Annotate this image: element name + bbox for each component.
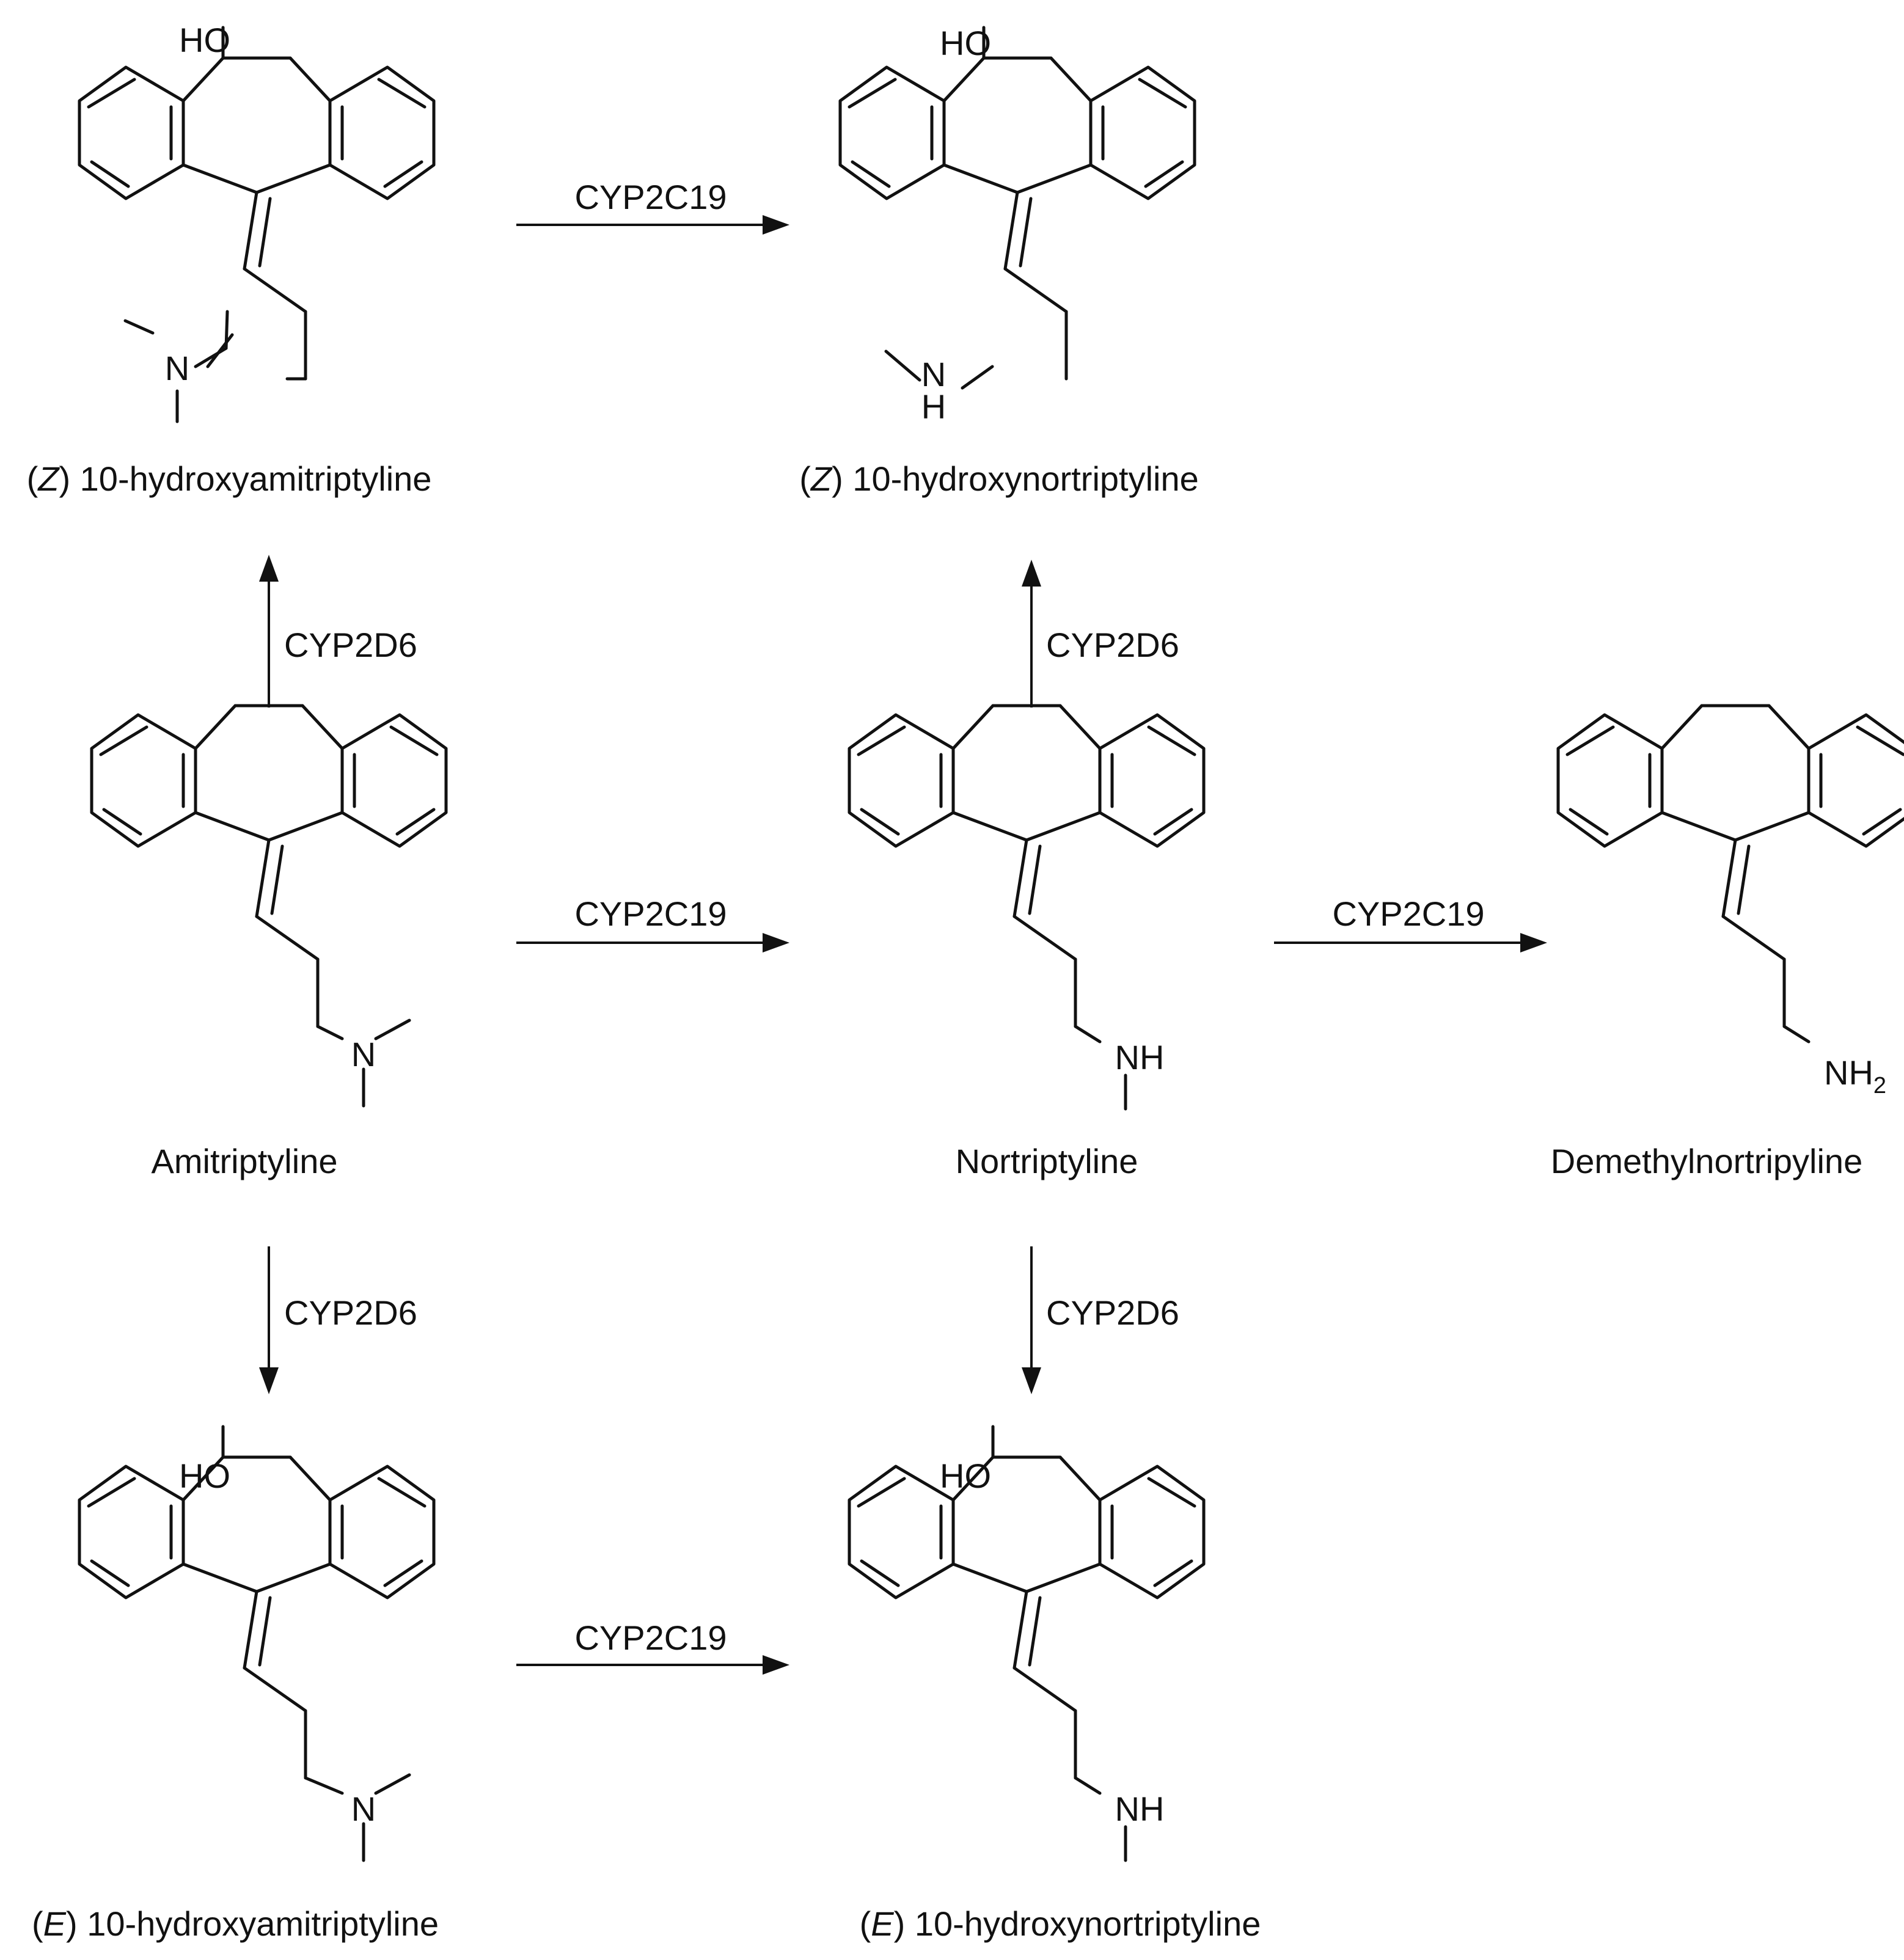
enzyme-label-amitriptyline-demethylation: CYP2C19 — [574, 894, 727, 933]
compound-z-hydroxyamitriptyline: N HO (Z) 10-hydroxyamitriptyline — [27, 21, 434, 498]
reaction-arrow-nortriptyline-z-hydroxylation: CYP2D6 — [1022, 560, 1179, 708]
z-hydroxynortriptyline-structure: N H HO — [840, 24, 1195, 426]
reaction-arrow-nortriptyline-e-hydroxylation: CYP2D6 — [1022, 1246, 1179, 1394]
e-hydroxyamitriptyline-structure: N HO — [79, 1427, 434, 1862]
z-hydroxynortriptyline-nitrogen: N — [921, 355, 946, 393]
e-hydroxyamitriptyline-caption: (E) 10-hydroxyamitriptyline — [32, 1904, 439, 1943]
amitriptyline-caption: Amitriptyline — [152, 1142, 338, 1180]
e-hydroxyamitriptyline-hydroxyl: HO — [179, 1457, 230, 1495]
amitriptyline-structure: N — [92, 706, 446, 1108]
reaction-arrow-amitriptyline-z-hydroxylation: CYP2D6 — [259, 555, 417, 708]
compound-amitriptyline: N Amitriptyline — [92, 706, 446, 1180]
z-hydroxynortriptyline-caption: (Z) 10-hydroxynortriptyline — [799, 459, 1199, 498]
demethylnortriptyline-caption: Demethylnortripyline — [1551, 1142, 1862, 1180]
nortriptyline-structure: NH — [849, 706, 1204, 1111]
compound-demethylnortriptyline: NH2 Demethylnortripyline — [1551, 706, 1904, 1180]
z-hydroxyamitriptyline-nitrogen: N — [165, 349, 189, 387]
nortriptyline-caption: Nortriptyline — [956, 1142, 1138, 1180]
enzyme-label-nortriptyline-e-hydroxylation: CYP2D6 — [1046, 1293, 1179, 1332]
e-hydroxynortriptyline-amine: NH — [1115, 1790, 1165, 1828]
compound-e-hydroxyamitriptyline: N HO (E) 10-hydroxyamitriptyline — [32, 1427, 439, 1943]
compound-z-hydroxynortriptyline: N H HO (Z) 10-hydroxynortriptyline — [799, 24, 1199, 498]
enzyme-label-amitriptyline-e-hydroxylation: CYP2D6 — [284, 1293, 417, 1332]
enzyme-label-nortriptyline-z-hydroxylation: CYP2D6 — [1046, 626, 1179, 664]
enzyme-label-e-hydroxylation-demethylation: CYP2C19 — [574, 1618, 727, 1657]
reaction-arrow-z-hydroxylation-demethylation: CYP2C19 — [516, 178, 789, 235]
e-hydroxynortriptyline-structure: NH HO — [849, 1427, 1204, 1862]
reaction-arrow-nortriptyline-demethylation: CYP2C19 — [1274, 894, 1547, 953]
reaction-arrow-amitriptyline-demethylation: CYP2C19 — [516, 894, 789, 953]
demethylnortriptyline-amine: NH2 — [1824, 1053, 1886, 1099]
enzyme-label-amitriptyline-z-hydroxylation: CYP2D6 — [284, 626, 417, 664]
enzyme-label-z-hydroxylation-demethylation: CYP2C19 — [574, 178, 727, 216]
z-hydroxyamitriptyline-caption: (Z) 10-hydroxyamitriptyline — [27, 459, 432, 498]
reaction-arrow-e-hydroxylation-demethylation: CYP2C19 — [516, 1618, 789, 1675]
compound-nortriptyline: NH Nortriptyline — [849, 706, 1204, 1180]
z-hydroxyamitriptyline-hydroxyl: HO — [179, 21, 230, 59]
e-hydroxynortriptyline-caption: (E) 10-hydroxynortriptyline — [860, 1904, 1261, 1943]
compound-e-hydroxynortriptyline: NH HO (E) 10-hydroxynortriptyline — [849, 1427, 1261, 1943]
reaction-arrow-amitriptyline-e-hydroxylation: CYP2D6 — [259, 1246, 417, 1394]
e-hydroxyamitriptyline-nitrogen: N — [351, 1790, 376, 1828]
enzyme-label-nortriptyline-demethylation: CYP2C19 — [1332, 894, 1484, 933]
demethylnortriptyline-structure: NH2 — [1558, 706, 1904, 1099]
amitriptyline-nitrogen: N — [351, 1035, 376, 1073]
e-hydroxynortriptyline-hydroxyl: HO — [940, 1457, 991, 1495]
z-hydroxynortriptyline-hydroxyl: HO — [940, 24, 991, 62]
z-hydroxynortriptyline-hydrogen: H — [921, 387, 946, 426]
z-hydroxyamitriptyline-structure: N HO — [79, 21, 434, 423]
nortriptyline-amine: NH — [1115, 1038, 1165, 1077]
